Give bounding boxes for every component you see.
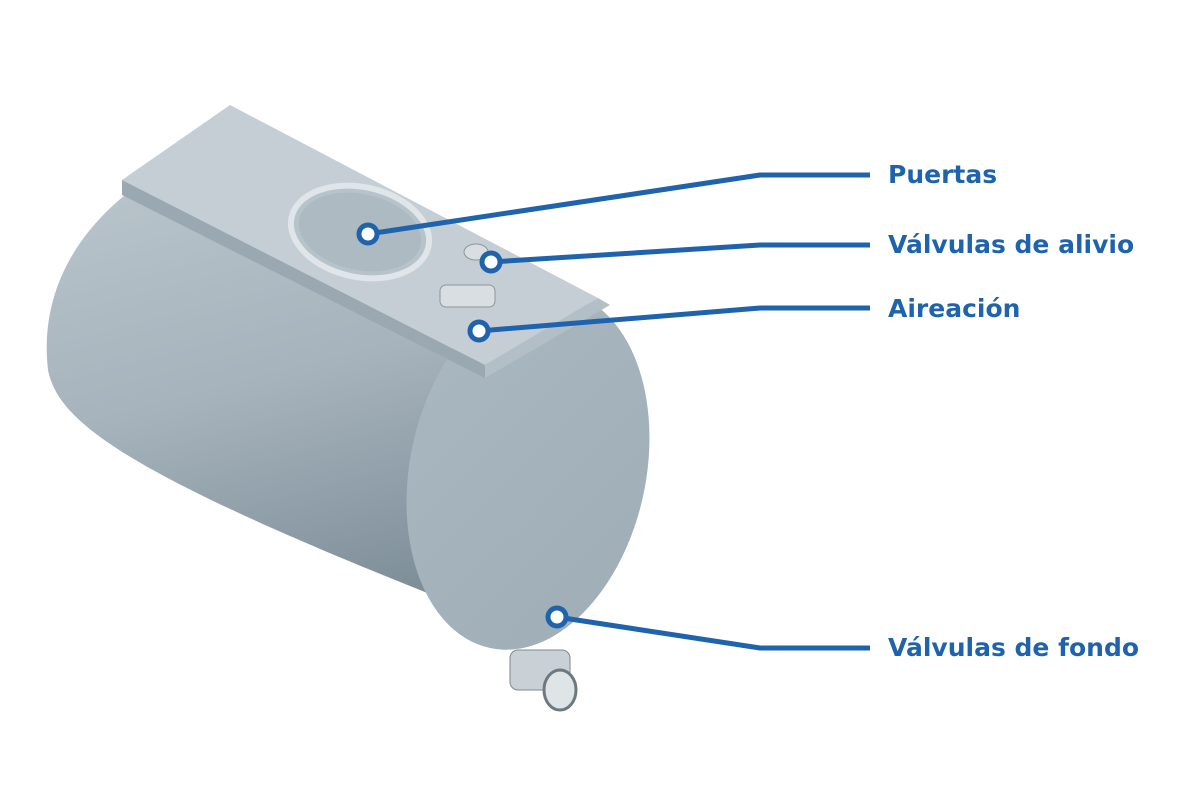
tank-end-cap — [406, 290, 650, 650]
label-bottom-valves: Válvulas de fondo — [888, 633, 1140, 662]
bottom-valve-fitting — [509, 649, 578, 712]
leader-line-bottom-valves — [556, 614, 870, 651]
marker-doors — [356, 222, 380, 246]
label-relief-valves: Válvulas de alivio — [888, 230, 1135, 259]
leader-line-relief-valves — [490, 242, 870, 265]
leader-line-doors — [367, 172, 870, 237]
tank-top-front-edge — [122, 180, 485, 378]
label-aeration: Aireación — [888, 294, 1021, 323]
marker-aeration — [467, 319, 491, 343]
aeration-fitting — [439, 284, 496, 308]
leader-line-aeration — [478, 305, 870, 334]
label-doors: Puertas — [888, 160, 998, 189]
marker-relief-valves — [479, 250, 503, 274]
marker-bottom-valves — [545, 605, 569, 629]
